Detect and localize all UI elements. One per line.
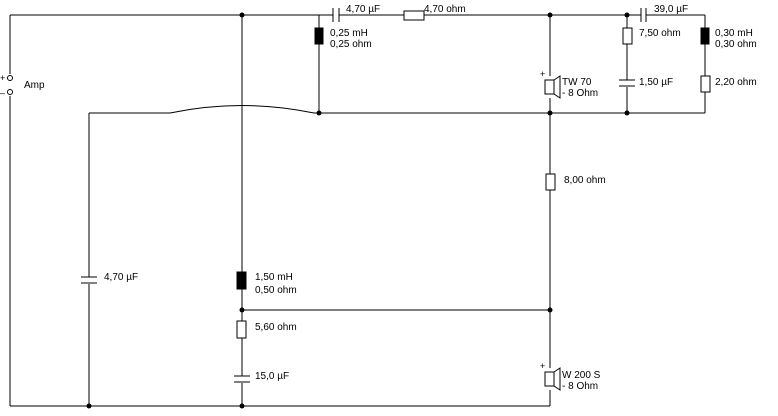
junction	[239, 403, 245, 409]
junctions	[86, 12, 630, 409]
resistor-zobel-tweeter: 7,50 ohm	[622, 27, 681, 45]
resistor-value: 4,70 ohm	[424, 4, 466, 15]
speaker-icon	[544, 371, 555, 387]
capacitor-woofer-zobel: 15,0 µF	[234, 371, 289, 383]
capacitor-value: 4,70 µF	[346, 4, 380, 15]
junction	[624, 110, 630, 116]
inductor-inductance: 0,30 mH	[715, 28, 753, 39]
amp-minus-sign: –	[0, 88, 5, 98]
amp-source: + – Amp	[0, 73, 45, 98]
woofer-impedance: - 8 Ohm	[562, 381, 598, 392]
tweeter-speaker: + TW 70 - 8 Ohm	[540, 69, 598, 99]
woofer-polarity: +	[540, 361, 545, 371]
woofer-model: W 200 S	[562, 370, 601, 381]
capacitor-value: 1,50 µF	[639, 77, 673, 88]
capacitor-value: 4,70 µF	[104, 272, 138, 283]
inductor-resistance: 0,30 ohm	[715, 39, 757, 50]
inductor-shunt-top: 0,25 mH 0,25 ohm	[314, 27, 372, 50]
junction	[547, 12, 553, 18]
capacitor-series-top: 4,70 µF	[332, 4, 380, 22]
junction	[316, 110, 322, 116]
amp-label: Amp	[24, 80, 45, 91]
junction	[239, 12, 245, 18]
capacitor-value: 15,0 µF	[255, 371, 289, 382]
capacitor-value: 39,0 µF	[654, 4, 688, 15]
amp-minus-terminal	[7, 89, 13, 95]
inductor-resistance: 0,50 ohm	[255, 285, 297, 296]
resistor-value: 7,50 ohm	[639, 28, 681, 39]
tweeter-impedance: - 8 Ohm	[562, 88, 598, 99]
resistor-series-top: 4,70 ohm	[403, 4, 466, 21]
amp-plus-sign: +	[0, 73, 5, 83]
woofer-speaker: + W 200 S - 8 Ohm	[540, 361, 601, 392]
resistor-middle: 8,00 ohm	[545, 173, 606, 191]
tweeter-polarity: +	[540, 69, 545, 79]
inductor-resistance: 0,25 ohm	[330, 39, 372, 50]
junction	[547, 110, 553, 116]
tweeter-model: TW 70	[562, 77, 592, 88]
amp-plus-terminal	[7, 75, 13, 81]
inductor-notch: 0,30 mH 0,30 ohm	[700, 27, 757, 50]
junction	[239, 307, 245, 313]
capacitor-zobel-tweeter: 1,50 µF	[619, 77, 673, 88]
speaker-icon	[544, 79, 555, 95]
junction	[86, 403, 92, 409]
resistor-notch: 2,20 ohm	[700, 75, 757, 93]
inductor-woofer: 1,50 mH 0,50 ohm	[236, 271, 297, 296]
resistor-value: 2,20 ohm	[715, 77, 757, 88]
capacitor-woofer-shunt: 4,70 µF	[81, 272, 138, 284]
junction	[624, 12, 630, 18]
resistor-woofer-zobel: 5,60 ohm	[236, 320, 297, 339]
inductor-inductance: 1,50 mH	[255, 272, 293, 283]
resistor-value: 5,60 ohm	[255, 322, 297, 333]
wires	[9, 14, 706, 407]
resistor-value: 8,00 ohm	[564, 175, 606, 186]
inductor-inductance: 0,25 mH	[330, 28, 368, 39]
capacitor-notch: 39,0 µF	[640, 4, 688, 22]
junction	[547, 307, 553, 313]
